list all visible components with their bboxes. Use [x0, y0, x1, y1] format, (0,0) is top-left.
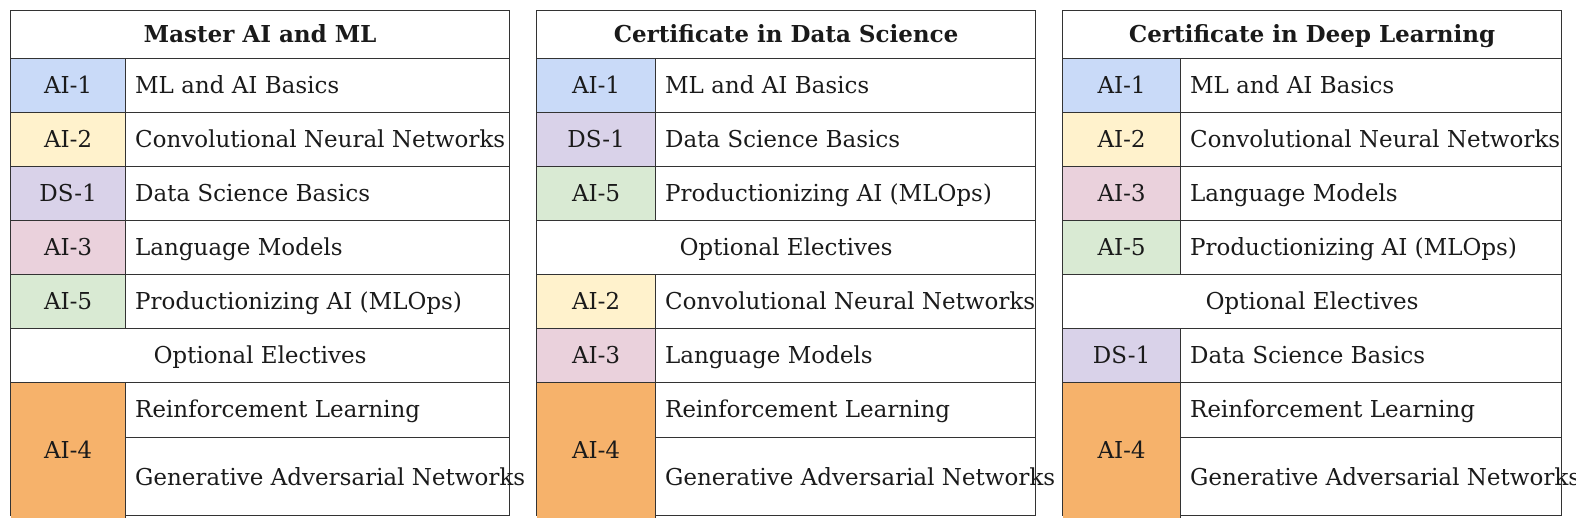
course-code: AI-3	[537, 329, 656, 382]
course-name: Reinforcement Learning	[1190, 397, 1476, 423]
course-name: Data Science Basics	[665, 126, 901, 153]
course-name: Language Models	[135, 234, 343, 261]
core-course-row: AI-2 Convolutional Neural Networks	[1063, 112, 1561, 166]
core-course-row: DS-1 Data Science Basics	[11, 166, 509, 220]
group-divider	[656, 437, 1035, 438]
elective-course-row: AI-3 Language Models	[537, 328, 1035, 382]
course-name: Convolutional Neural Networks	[665, 288, 1036, 315]
course-code: DS-1	[1063, 329, 1181, 382]
course-name: Generative Adversarial Networks	[665, 464, 1056, 491]
program-title: Certificate in Deep Learning	[1128, 21, 1496, 48]
course-code: AI-2	[1063, 113, 1181, 166]
course-code: AI-4	[11, 383, 126, 518]
course-code: DS-1	[537, 113, 656, 166]
program-title: Certificate in Data Science	[613, 21, 959, 48]
course-name: Reinforcement Learning	[665, 397, 951, 423]
course-name: Convolutional Neural Networks	[1190, 126, 1561, 153]
course-code: AI-5	[11, 275, 126, 328]
optional-electives-label: Optional Electives	[11, 328, 509, 382]
course-name: ML and AI Basics	[1190, 72, 1395, 99]
optional-electives-label: Optional Electives	[1063, 274, 1561, 328]
core-course-row: AI-1 ML and AI Basics	[1063, 58, 1561, 112]
course-name: Reinforcement Learning	[135, 397, 421, 423]
course-code: AI-5	[537, 167, 656, 220]
core-course-row: AI-5 Productionizing AI (MLOps)	[537, 166, 1035, 220]
course-code: AI-3	[11, 221, 126, 274]
elective-course-row: AI-2 Convolutional Neural Networks	[537, 274, 1035, 328]
course-name: Convolutional Neural Networks	[135, 126, 506, 153]
course-name: Productionizing AI (MLOps)	[665, 180, 992, 207]
course-name: Generative Adversarial Networks	[1190, 464, 1576, 491]
course-name: Language Models	[1190, 180, 1398, 207]
course-code: DS-1	[11, 167, 126, 220]
core-course-row: AI-3 Language Models	[1063, 166, 1561, 220]
group-divider	[126, 437, 509, 438]
core-course-row: AI-2 Convolutional Neural Networks	[11, 112, 509, 166]
program-title: Master AI and ML	[143, 21, 377, 48]
core-course-row: AI-3 Language Models	[11, 220, 509, 274]
course-code: AI-3	[1063, 167, 1181, 220]
core-course-row: AI-5 Productionizing AI (MLOps)	[11, 274, 509, 328]
course-name: Productionizing AI (MLOps)	[1190, 234, 1517, 261]
course-code: AI-4	[537, 383, 656, 518]
core-course-row: AI-5 Productionizing AI (MLOps)	[1063, 220, 1561, 274]
course-name: Productionizing AI (MLOps)	[135, 288, 462, 315]
course-name: Language Models	[665, 342, 873, 369]
course-name: Generative Adversarial Networks	[135, 464, 526, 491]
core-course-row: DS-1 Data Science Basics	[537, 112, 1035, 166]
course-name: Data Science Basics	[135, 180, 371, 207]
course-name: Data Science Basics	[1190, 342, 1426, 369]
core-course-row: AI-1 ML and AI Basics	[11, 58, 509, 112]
course-code: AI-1	[11, 59, 126, 112]
course-code: AI-5	[1063, 221, 1181, 274]
optional-electives-label: Optional Electives	[537, 220, 1035, 274]
course-code: AI-2	[11, 113, 126, 166]
elective-course-row: DS-1 Data Science Basics	[1063, 328, 1561, 382]
core-course-row: AI-1 ML and AI Basics	[537, 58, 1035, 112]
course-code: AI-2	[537, 275, 656, 328]
course-name: ML and AI Basics	[135, 72, 340, 99]
course-code: AI-1	[537, 59, 656, 112]
course-code: AI-4	[1063, 383, 1181, 518]
group-divider	[1181, 437, 1561, 438]
course-name: ML and AI Basics	[665, 72, 870, 99]
course-code: AI-1	[1063, 59, 1181, 112]
